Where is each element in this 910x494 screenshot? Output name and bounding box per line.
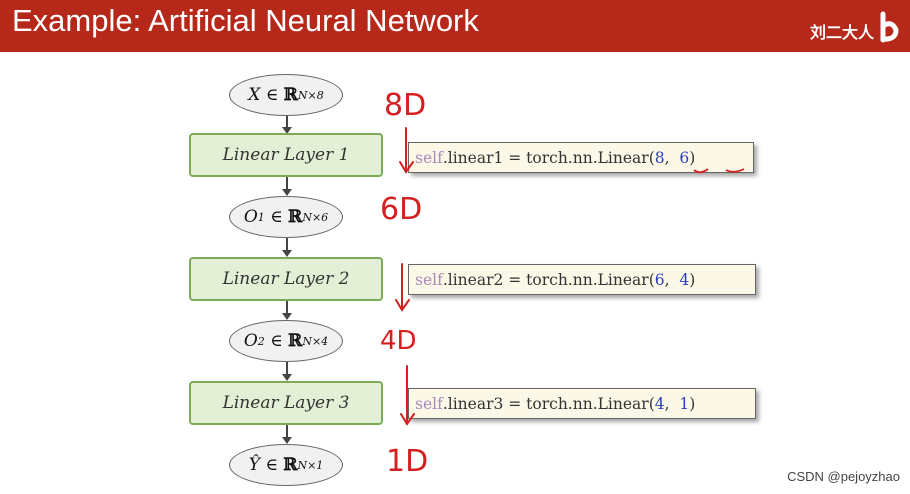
flow-arrow bbox=[282, 116, 292, 134]
code-in-features: 4 bbox=[654, 394, 665, 413]
code-body: .linear2 = torch.nn.Linear( bbox=[442, 270, 655, 289]
node-index: 2 bbox=[257, 334, 265, 348]
code-self: self bbox=[415, 148, 443, 167]
node-dims: N×1 bbox=[297, 458, 324, 472]
layer-label: Linear Layer 1 bbox=[222, 145, 350, 165]
layer-label: Linear Layer 2 bbox=[222, 269, 350, 289]
code-linear2: self.linear2 = torch.nn.Linear(6, 4) bbox=[408, 264, 756, 295]
code-linear1: self.linear1 = torch.nn.Linear(8, 6) bbox=[408, 142, 754, 173]
handwritten-arrow-icon bbox=[399, 127, 414, 174]
title-bar: Example: Artificial Neural Network 刘二大人 bbox=[0, 0, 910, 52]
linear-layer-1: Linear Layer 1 bbox=[189, 133, 383, 177]
author-brand: 刘二大人 bbox=[809, 23, 874, 42]
slide-title: Example: Artificial Neural Network bbox=[12, 3, 479, 38]
flow-arrow bbox=[282, 362, 292, 381]
code-self: self bbox=[415, 270, 443, 289]
node-var: O bbox=[243, 331, 258, 351]
node-index: 1 bbox=[257, 210, 265, 224]
flow-arrow bbox=[282, 425, 292, 444]
flow-arrow bbox=[282, 177, 292, 196]
code-out-features: 6 bbox=[679, 148, 690, 167]
handwritten-4d: 4D bbox=[380, 326, 417, 356]
bilibili-logo-icon bbox=[880, 11, 899, 43]
code-in-features: 6 bbox=[654, 270, 665, 289]
flow-arrow bbox=[282, 301, 292, 320]
node-dims: N×4 bbox=[302, 334, 329, 348]
watermark: CSDN @pejoyzhao bbox=[787, 469, 900, 484]
handwritten-8d: 8D bbox=[384, 88, 427, 123]
node-var: O bbox=[243, 207, 258, 227]
handwritten-6d: 6D bbox=[380, 192, 423, 227]
linear-layer-2: Linear Layer 2 bbox=[189, 257, 383, 301]
linear-layer-3: Linear Layer 3 bbox=[189, 381, 383, 425]
code-self: self bbox=[415, 394, 443, 413]
code-body: .linear3 = torch.nn.Linear( bbox=[442, 394, 655, 413]
node-dims: N×6 bbox=[302, 210, 329, 224]
handwritten-1d: 1D bbox=[386, 444, 429, 479]
node-dims: N×8 bbox=[297, 88, 324, 102]
real-set-symbol: ℝ bbox=[288, 207, 303, 227]
code-out-features: 4 bbox=[679, 270, 690, 289]
real-set-symbol: ℝ bbox=[283, 85, 298, 105]
node-var: Ŷ bbox=[248, 455, 260, 475]
code-out-features: 1 bbox=[679, 394, 690, 413]
node-var: X bbox=[248, 85, 261, 105]
handwritten-arrow-icon bbox=[400, 365, 415, 426]
handwritten-arrow-icon bbox=[395, 263, 410, 312]
code-linear3: self.linear3 = torch.nn.Linear(4, 1) bbox=[408, 388, 756, 419]
flow-arrow bbox=[282, 238, 292, 257]
real-set-symbol: ℝ bbox=[283, 455, 298, 475]
handwritten-underline-icon bbox=[693, 168, 745, 174]
code-body: .linear1 = torch.nn.Linear( bbox=[442, 148, 655, 167]
real-set-symbol: ℝ bbox=[288, 331, 303, 351]
layer-label: Linear Layer 3 bbox=[222, 393, 350, 413]
code-in-features: 8 bbox=[654, 148, 665, 167]
